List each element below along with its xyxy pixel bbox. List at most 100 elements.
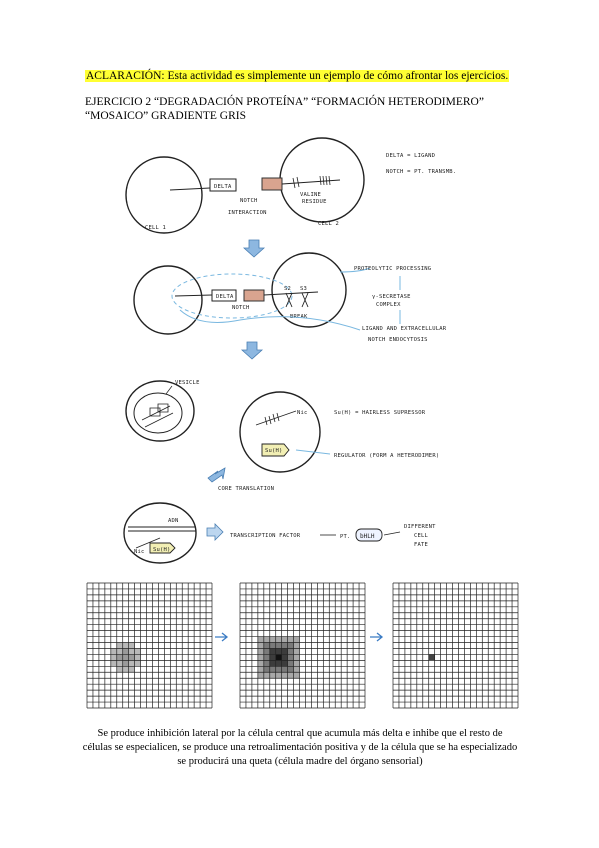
grid-cell-shade: [116, 642, 123, 649]
grid-cell-shade: [122, 642, 129, 649]
grid-cell-shade: [275, 666, 282, 673]
grid-cell-shade: [287, 666, 294, 673]
grid-cell-shade: [122, 654, 129, 661]
arrow-right-icon: [215, 632, 229, 642]
grid-cell-shade: [110, 660, 117, 667]
regulator-label: REGULATOR (FORM A HETERODIMER): [334, 453, 439, 459]
grid-cell-shade: [281, 666, 288, 673]
suh4-label: Su(H): [153, 547, 171, 553]
core-translation-label: CORE TRANSLATION: [218, 486, 274, 492]
secretase-label-1: γ-SECRETASE: [372, 294, 411, 300]
step2-processing: DELTA NOTCH S2 S3 BREAK PROTEOLYTIC PROC…: [133, 252, 447, 343]
grid-cell-shade: [257, 642, 264, 649]
grid-cell-shade: [293, 654, 300, 661]
nic4-label: Nic: [134, 549, 145, 555]
arrow-right-icon: [206, 523, 224, 541]
ligand-label-2: NOTCH ENDOCYTOSIS: [368, 337, 428, 343]
grid-cell-shade: [110, 654, 117, 661]
ligand-label-1: LIGAND AND EXTRACELLULAR: [362, 326, 447, 332]
interaction-label: INTERACTION: [228, 210, 267, 216]
valine-label: VALINE: [300, 192, 321, 198]
delta-box: [209, 178, 237, 192]
grid-cell-shade: [287, 642, 294, 649]
grid-cell-shade: [275, 660, 282, 667]
grid-cell-shade: [281, 636, 288, 643]
residue-label: RESIDUE: [302, 199, 327, 205]
grid-cell-shade: [128, 648, 135, 655]
suh-box-label: Su(H): [265, 448, 283, 454]
grid-cell-shade: [263, 642, 270, 649]
proteolytic-label: PROTEOLYTIC PROCESSING: [354, 266, 431, 272]
grid-cell-shade: [287, 672, 294, 679]
grid-cell-shade: [281, 654, 288, 661]
grid-cell-shade: [275, 654, 282, 661]
grid-cell-shade: [128, 660, 135, 667]
step1-interaction: DELTA NOTCH VALINE RESIDUE INTERACTION C…: [125, 137, 456, 234]
grid-cell-shade: [275, 636, 282, 643]
grid-cell-shade: [122, 648, 129, 655]
cell-2: [279, 137, 365, 223]
mosaic-grids: [86, 582, 519, 709]
legend-delta: DELTA = LIGAND: [386, 153, 435, 159]
grid-cell-shade: [281, 648, 288, 655]
suh-legend: Su(H) = HAIRLESS SUPRESSOR: [334, 410, 426, 416]
grid-cell-shade: [116, 666, 123, 673]
step3-heterodimer: VESICLE Nic Su(H) Su(H) = HAIRLESS SUPRE…: [125, 380, 439, 473]
delta-label: DELTA: [214, 184, 232, 190]
grid-cell-shade: [257, 672, 264, 679]
grid-cell-shade: [269, 642, 276, 649]
tf-label: TRANSCRIPTION FACTOR: [230, 533, 301, 539]
cell2-label: CELL 2: [318, 221, 339, 227]
grid-cell-shade: [275, 648, 282, 655]
grid-cell-shade: [263, 636, 270, 643]
grid-cell-shade: [293, 660, 300, 667]
cell-1: [125, 156, 203, 234]
arrow-down-icon: [240, 341, 264, 360]
grid-cell-shade: [257, 648, 264, 655]
grid-cell-shade: [269, 636, 276, 643]
grid-cell-shade: [110, 648, 117, 655]
notch-box: [261, 177, 283, 191]
diff-label-2: CELL: [414, 533, 429, 539]
notch-label: NOTCH: [240, 198, 258, 204]
arrow-right-icon: [370, 632, 384, 642]
grid-cell-shade: [269, 654, 276, 661]
grid-cell-shade: [263, 666, 270, 673]
notch2-label: NOTCH: [232, 305, 250, 311]
grid-cell-shade: [269, 672, 276, 679]
grid-cell-shade: [122, 660, 129, 667]
legend-notch: NOTCH = PT. TRANSMB.: [386, 169, 456, 175]
caption-paragraph: Se produce inhibición lateral por la cél…: [82, 728, 518, 767]
grid-cell-shade: [293, 672, 300, 679]
grid-cell-shade: [122, 666, 129, 673]
grid-cell-shade: [287, 660, 294, 667]
nic-label: Nic: [297, 410, 308, 416]
grid-cell-shade: [257, 654, 264, 661]
grid-cell-shade: [293, 648, 300, 655]
step4-transcription: ADN Nic Su(H) TRANSCRIPTION FACTOR PT. b…: [123, 502, 436, 564]
grid-cell-shade: [257, 660, 264, 667]
clarification-highlight: ACLARACIÓN: Esta actividad es simplement…: [85, 70, 510, 82]
suh-box: [261, 443, 290, 457]
grid-single-cell: [392, 582, 519, 709]
pt-label: PT.: [340, 534, 351, 540]
grid-cell-shade: [263, 648, 270, 655]
bhlh-label: bHLH: [360, 533, 375, 540]
grid-cell-shade: [293, 636, 300, 643]
grid-cell-shade: [128, 642, 135, 649]
delta2-label: DELTA: [216, 294, 234, 300]
grid-concentrated: [239, 582, 366, 709]
grid-cell-shade: [257, 666, 264, 673]
s3-label: S3: [300, 286, 307, 292]
secretase-label-2: COMPLEX: [376, 302, 401, 308]
grid-cell-shade: [281, 642, 288, 649]
adn-label: ADN: [168, 518, 179, 524]
grid-cell-shade: [134, 660, 141, 667]
grid-cell-shade: [269, 660, 276, 667]
diff-label-1: DIFFERENT: [404, 524, 436, 530]
grid-cell-shade: [281, 660, 288, 667]
grid-cell-shade: [428, 654, 435, 661]
grid-cell-shade: [275, 642, 282, 649]
grid-cell-shade: [287, 636, 294, 643]
